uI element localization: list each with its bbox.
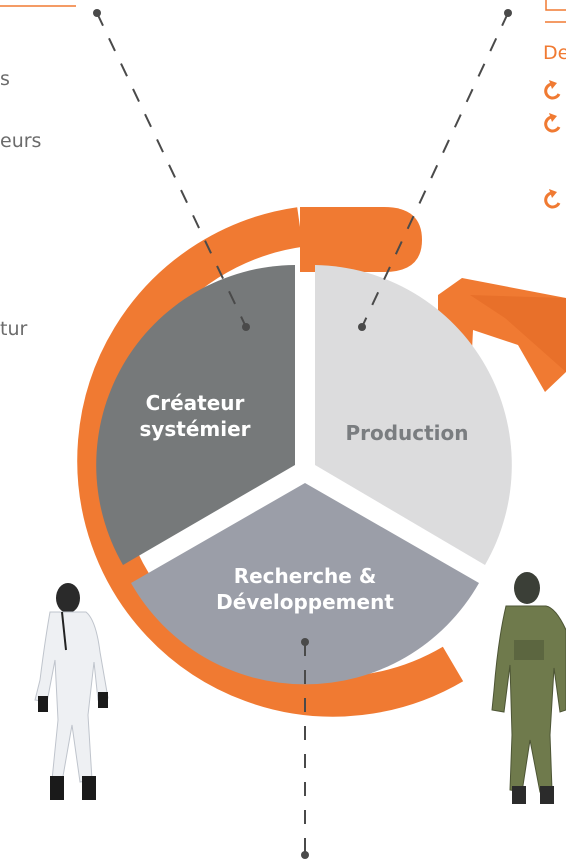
connector-createur — [96, 12, 247, 328]
connector-production-start-dot — [504, 9, 512, 17]
connector-production-end-dot — [358, 323, 366, 331]
cycle-arrow-icon — [544, 80, 561, 100]
connector-createur-end-dot — [242, 323, 250, 331]
segment-recherche — [131, 483, 479, 685]
cycle-arrow-icon — [544, 189, 561, 209]
right-header-mark — [545, 0, 566, 11]
segment-createur-label: Créateur systémier — [112, 390, 278, 442]
segment-recherche-label: Recherche & Développement — [180, 563, 430, 615]
segment-production — [315, 265, 512, 565]
person-green-suit-image — [491, 572, 566, 804]
connector-recherche-start-dot — [301, 638, 309, 646]
segment-createur-line-1: Créateur — [145, 391, 245, 415]
segment-createur — [96, 265, 296, 565]
left-text-fragment-1: s — [0, 68, 10, 90]
cycle-arrow-shadow — [470, 295, 566, 372]
segment-recherche-line-2: Développement — [216, 590, 394, 614]
segment-production-label: Production — [345, 421, 469, 445]
person-white-suit-image — [34, 583, 109, 800]
left-text-fragment-3: tur — [0, 318, 28, 340]
cycle-arrow-icon — [544, 113, 561, 133]
segment-recherche-line-1: Recherche & — [233, 564, 377, 588]
connector-recherche-end-dot — [301, 851, 309, 859]
left-text-fragment-2: eurs — [0, 130, 42, 152]
right-header-fragment: De — [543, 42, 566, 64]
connector-production — [361, 12, 509, 328]
segment-createur-line-2: systémier — [139, 417, 251, 441]
connector-createur-start-dot — [93, 9, 101, 17]
cycle-ring-top-cap — [300, 207, 422, 272]
